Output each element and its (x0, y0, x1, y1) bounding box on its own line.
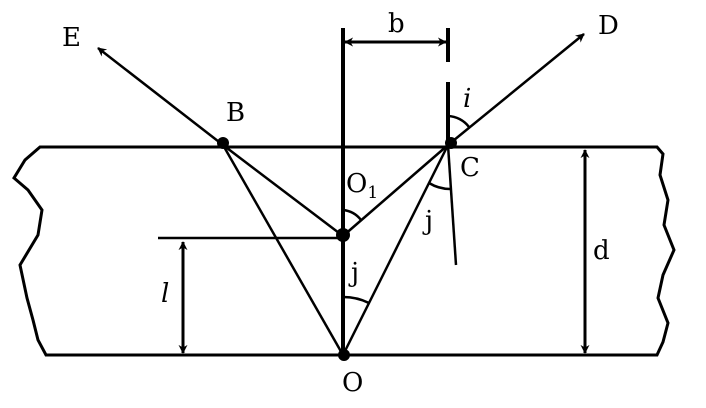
point-O (338, 349, 350, 361)
ray-O1-to-B (222, 144, 344, 237)
angle-arc-O1 (342, 208, 362, 221)
point-B (217, 137, 229, 149)
ray-O-to-C (341, 144, 450, 356)
angle-arc-j-lower (342, 295, 370, 305)
label-E: E (62, 23, 81, 53)
normal-line-C-inside (446, 144, 458, 266)
label-j-right: j (422, 206, 433, 236)
ray-O-to-B (221, 144, 345, 356)
label-d: d (593, 236, 610, 266)
label-O: O (342, 368, 363, 398)
label-j-lower: j (348, 258, 359, 288)
slab-outline (12, 145, 676, 357)
label-C: C (460, 153, 480, 183)
label-B: B (226, 98, 245, 128)
label-D: D (598, 11, 619, 41)
label-O1: O1 (346, 169, 378, 203)
angle-arc-j-right (428, 181, 451, 191)
ray-B-to-E (97, 47, 224, 146)
ray-C-to-D (447, 33, 585, 146)
label-b: b (388, 9, 405, 39)
point-O1 (336, 228, 350, 242)
label-i: i (463, 84, 471, 114)
ray-O1-to-C (342, 144, 449, 237)
label-l: l (161, 279, 169, 309)
label-O1-subscript: 1 (367, 183, 378, 203)
label-O1-base: O (346, 169, 367, 199)
angle-arc-i (447, 114, 470, 128)
point-C (445, 137, 457, 149)
